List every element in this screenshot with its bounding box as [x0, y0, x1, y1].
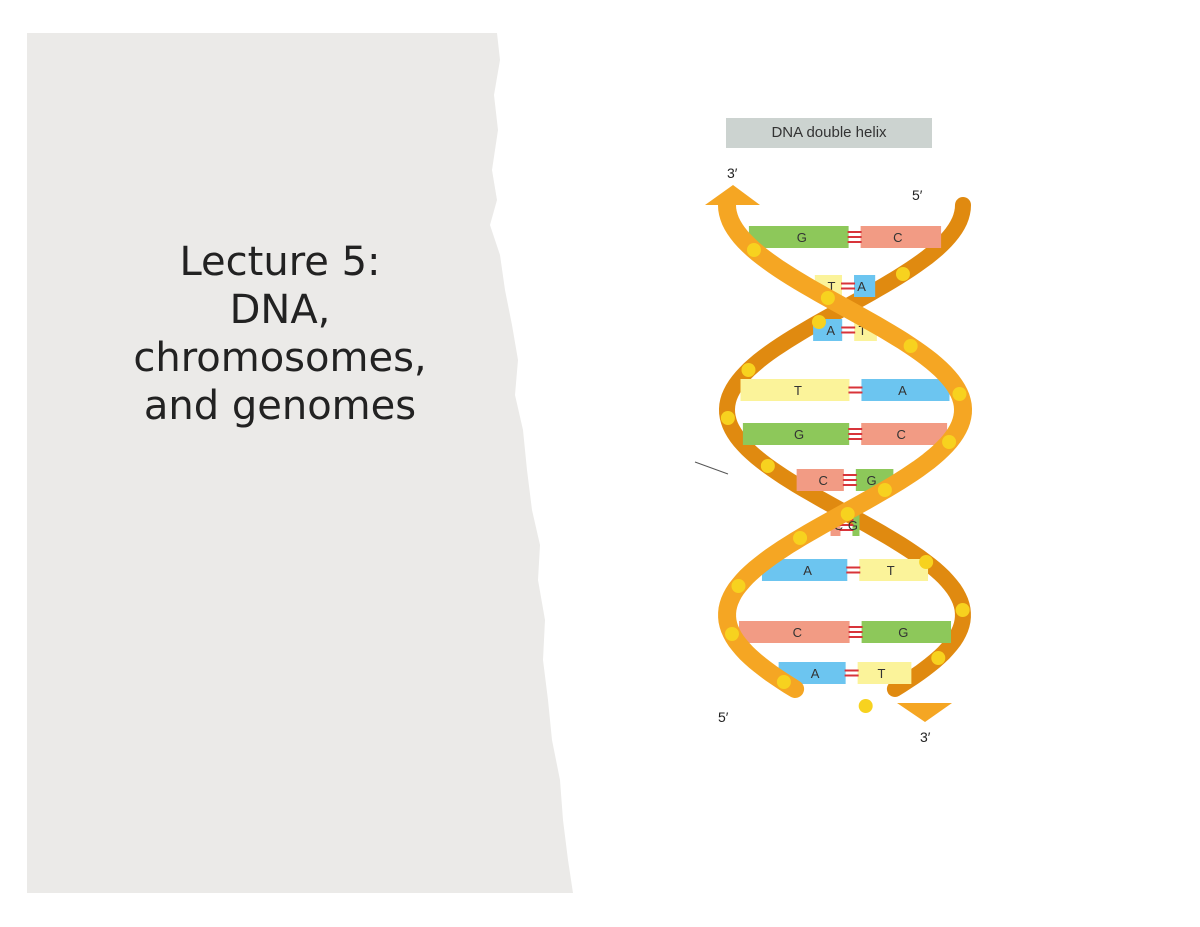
phosphate-dot [858, 699, 873, 713]
phosphate-dot [931, 651, 946, 665]
base-c-block [860, 226, 942, 248]
base-label: T [794, 383, 802, 398]
base-g-block [852, 514, 860, 536]
phosphate-dot [793, 531, 808, 545]
base-label: G [867, 473, 877, 488]
base-c-block [796, 469, 844, 491]
base-label: C [893, 230, 902, 245]
phosphate-dot [741, 363, 756, 377]
slide-title: Lecture 5: DNA, chromosomes, and genomes [70, 238, 490, 430]
phosphate-dot [919, 555, 934, 569]
base-a-block [761, 559, 848, 581]
phosphate-dot [952, 387, 967, 401]
diagram-label: DNA double helix [726, 118, 932, 148]
title-line: DNA, [229, 287, 331, 333]
base-g-block [748, 226, 849, 248]
base-g-block [861, 621, 952, 643]
end-label-top-right: 5′ [912, 187, 923, 203]
phosphate-dot [811, 315, 826, 329]
phosphate-dot [760, 459, 775, 473]
phosphate-dot [903, 339, 918, 353]
base-label: T [827, 279, 835, 294]
strand-end-arrow [705, 185, 760, 205]
base-label: C [819, 473, 828, 488]
base-label: G [848, 518, 858, 533]
title-line: Lecture 5: [179, 239, 381, 285]
base-a-block [854, 275, 876, 297]
phosphate-dot [746, 243, 761, 257]
backbone-strand-front [718, 196, 973, 698]
base-label: T [859, 323, 867, 338]
phosphate-dot [942, 435, 957, 449]
backbone-strand-back [718, 197, 971, 697]
base-label: C [896, 427, 905, 442]
title-line: chromosomes, [133, 335, 427, 381]
phosphate-dot [720, 411, 735, 425]
base-label: T [887, 563, 895, 578]
base-label: A [898, 383, 907, 398]
phosphate-dot [877, 483, 892, 497]
base-label: A [811, 666, 820, 681]
base-g-block [742, 423, 850, 445]
phosphate-dot [820, 291, 835, 305]
base-label: A [826, 323, 835, 338]
base-a-block [778, 662, 846, 684]
base-c-block [738, 621, 850, 643]
pointer-line [694, 461, 729, 475]
base-label: G [797, 230, 807, 245]
end-label-bottom-right: 3′ [920, 729, 931, 745]
base-label: T [878, 666, 886, 681]
base-label: A [803, 563, 812, 578]
phosphate-dot [840, 507, 855, 521]
phosphate-dot [776, 675, 791, 689]
end-label-top-left: 3′ [727, 165, 738, 181]
base-t-block [859, 559, 929, 581]
phosphate-dot [955, 603, 970, 617]
base-label: C [793, 625, 802, 640]
phosphate-dot [731, 579, 746, 593]
phosphate-dot [724, 627, 739, 641]
strand-end-arrow [897, 703, 952, 722]
title-line: and genomes [143, 383, 417, 429]
base-label: A [857, 279, 866, 294]
base-a-block [861, 379, 950, 401]
base-label: G [898, 625, 908, 640]
base-c-block [861, 423, 948, 445]
torn-paper-shape [27, 33, 573, 893]
base-label: G [794, 427, 804, 442]
base-t-block [740, 379, 850, 401]
base-t-block [857, 662, 912, 684]
end-label-bottom-left: 5′ [718, 709, 729, 725]
phosphate-dot [895, 267, 910, 281]
